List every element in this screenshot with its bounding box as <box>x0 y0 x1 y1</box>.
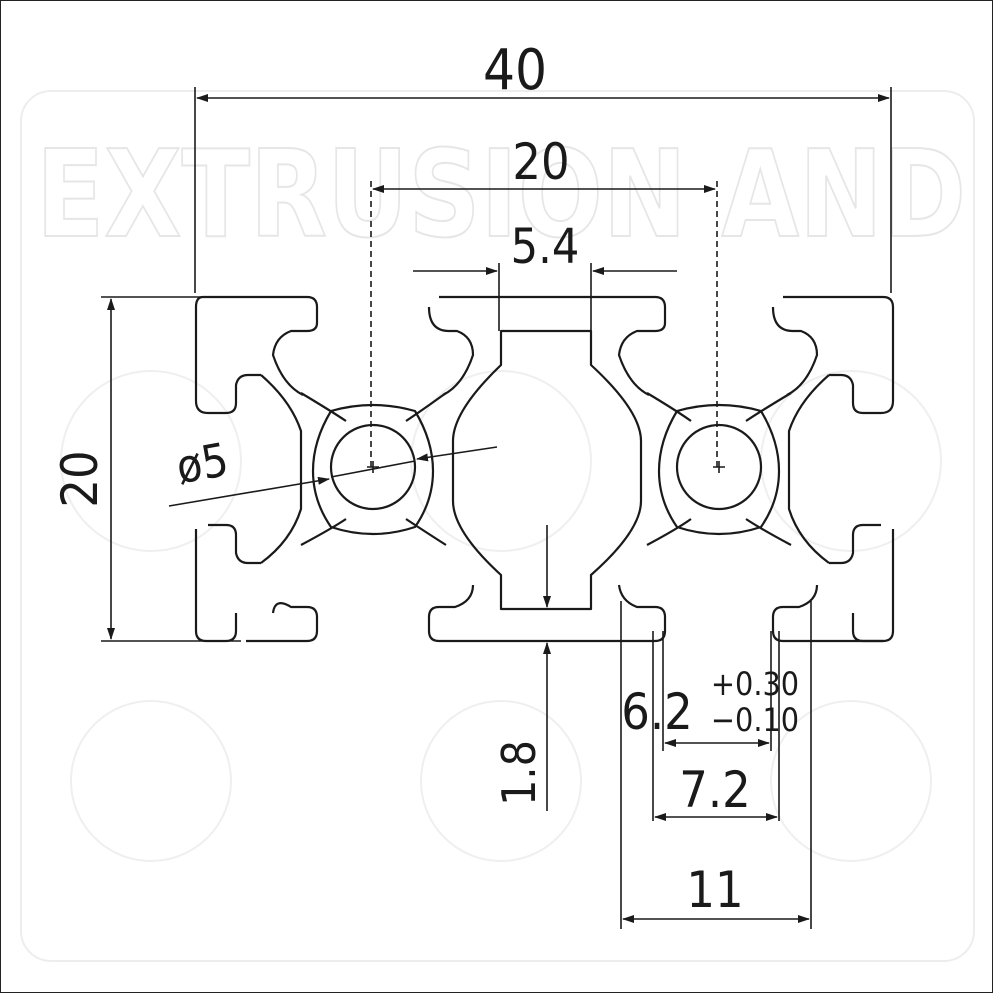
dim-hole-diameter: ø5 <box>172 432 232 494</box>
profile-outline <box>194 295 895 643</box>
dim-tolerance-lower: −0.10 <box>711 701 799 739</box>
dim-slot-outer-width: 11 <box>686 861 743 919</box>
dim-tolerance-upper: +0.30 <box>711 665 799 703</box>
watermark-frame <box>20 90 975 962</box>
right-hole <box>675 423 763 511</box>
dim-hole-pitch: 20 <box>512 133 569 191</box>
dim-overall-width: 40 <box>483 38 547 103</box>
dim-inner-slot-width: 7.2 <box>679 761 751 819</box>
watermark: EXTRUSION AND <box>20 90 975 962</box>
dim-slot-width: 6.2 <box>621 683 693 741</box>
dim-slot-opening: 5.4 <box>511 219 580 275</box>
dimension-lines <box>101 87 892 929</box>
dim-wall-thickness: 1.8 <box>492 740 546 806</box>
left-hole <box>329 423 417 511</box>
dim-height: 20 <box>51 450 109 507</box>
watermark-text: EXTRUSION AND <box>36 126 966 265</box>
dimension-labels: 40 20 5.4 20 ø5 1.8 6.2 +0.30 −0.10 7.2 … <box>51 38 799 919</box>
mounting-holes <box>329 423 763 511</box>
